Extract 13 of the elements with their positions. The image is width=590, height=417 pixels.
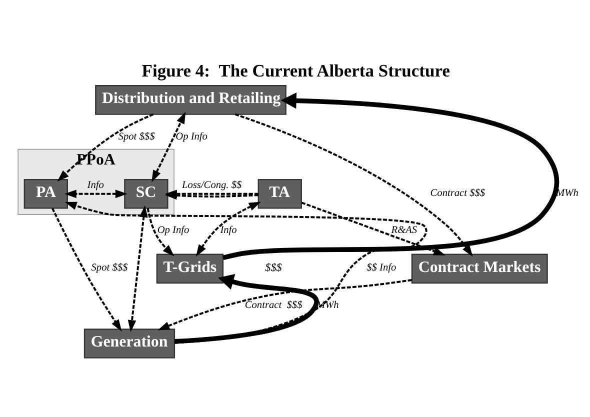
edge-label: Op Info bbox=[176, 130, 208, 142]
label: $$$ bbox=[265, 261, 282, 274]
edge-label: Spot $$$ bbox=[118, 130, 155, 142]
edge-label: Info bbox=[220, 224, 237, 236]
edge-label: Contract $$$ bbox=[244, 300, 302, 310]
diagram-title: Figure 4: The Current Alberta Structure bbox=[142, 60, 450, 80]
edge-label: Info bbox=[87, 179, 104, 190]
edge-label: $$ Info bbox=[366, 262, 396, 274]
edge-label: Spot $$$ bbox=[91, 262, 128, 274]
edge-label: Loss/Cong. $$ bbox=[182, 179, 242, 190]
edge-label: Contract $$$ bbox=[430, 187, 486, 198]
edge-label: Op Info bbox=[157, 224, 190, 236]
edge-label: R&AS bbox=[391, 224, 418, 236]
